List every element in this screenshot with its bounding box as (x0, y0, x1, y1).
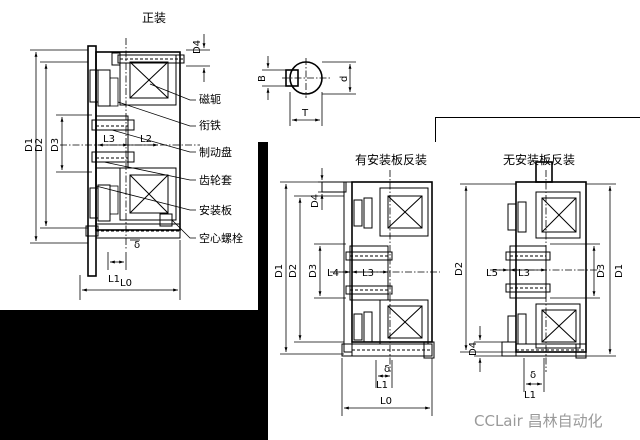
paper-without-plate (436, 118, 640, 440)
dim-np-l1: L1 (524, 390, 536, 401)
dim-front-l2: L2 (140, 134, 152, 145)
without-plate-dims: D2 L5 L3 D3 D1 D4 L1 δ (454, 262, 625, 401)
dim-np-d4: D4 (468, 342, 479, 356)
dim-wp-d3: D3 (308, 264, 319, 278)
dim-np-d3: D3 (596, 264, 607, 278)
front-view (30, 34, 210, 300)
front-dims: D4 D1 D2 D3 L3 L2 L1 δ L0 (24, 40, 203, 289)
dim-front-l0: L0 (120, 278, 132, 289)
keyway-dims: B d T (257, 75, 350, 119)
title-with-plate: 有安装板反装 (355, 152, 427, 167)
titles: 正装 有安装板反装 无安装板反装 (142, 11, 575, 167)
title-front: 正装 (142, 11, 166, 25)
dim-wp-d4: D4 (310, 194, 321, 208)
keyway-detail (262, 56, 356, 126)
dim-wp-d2: D2 (288, 264, 299, 278)
dim-front-l1: L1 (108, 274, 120, 285)
dim-wp-l4: L4 (327, 268, 339, 279)
dim-front-d1: D1 (24, 138, 35, 152)
label-hollow-bolt: 空心螺栓 (199, 231, 243, 245)
dim-wp-delta: δ (384, 364, 390, 375)
with-plate-dims: D4 D1 D2 D3 L4 L3 L1 δ L0 (274, 194, 392, 407)
dim-front-l3: L3 (103, 134, 115, 145)
dim-np-delta: δ (530, 370, 536, 381)
label-mounting-plate: 安装板 (199, 203, 232, 217)
dim-wp-l1: L1 (376, 380, 388, 391)
part-labels: 磁轭 衔铁 制动盘 齿轮套 安装板 空心螺栓 (199, 92, 243, 245)
dim-front-d2: D2 (34, 138, 45, 152)
dim-np-l3: L3 (518, 268, 530, 279)
dim-keyway-d: d (339, 76, 350, 82)
dim-front-delta: δ (134, 240, 140, 251)
dim-wp-l3: L3 (362, 268, 374, 279)
label-brake-disc: 制动盘 (199, 145, 232, 159)
dim-wp-d1: D1 (274, 264, 285, 278)
label-yoke: 磁轭 (199, 92, 221, 106)
dim-np-d1: D1 (614, 264, 625, 278)
dim-front-d4: D4 (192, 40, 203, 54)
dim-front-d3: D3 (50, 138, 61, 152)
label-gear-sleeve: 齿轮套 (199, 173, 232, 187)
dim-keyway-t: T (301, 108, 309, 119)
dim-keyway-b: B (257, 75, 268, 82)
dim-np-d2: D2 (454, 262, 465, 276)
without-plate-view (460, 161, 616, 392)
title-without-plate: 无安装板反装 (503, 152, 575, 167)
with-plate-view (280, 168, 440, 416)
watermark: CCLair 昌林自动化 (474, 412, 603, 430)
dim-np-l5: L5 (486, 268, 498, 279)
label-armature: 衔铁 (199, 119, 221, 132)
paper-with-plate (268, 142, 440, 440)
paper-front (0, 0, 640, 310)
dim-wp-l0: L0 (380, 396, 392, 407)
